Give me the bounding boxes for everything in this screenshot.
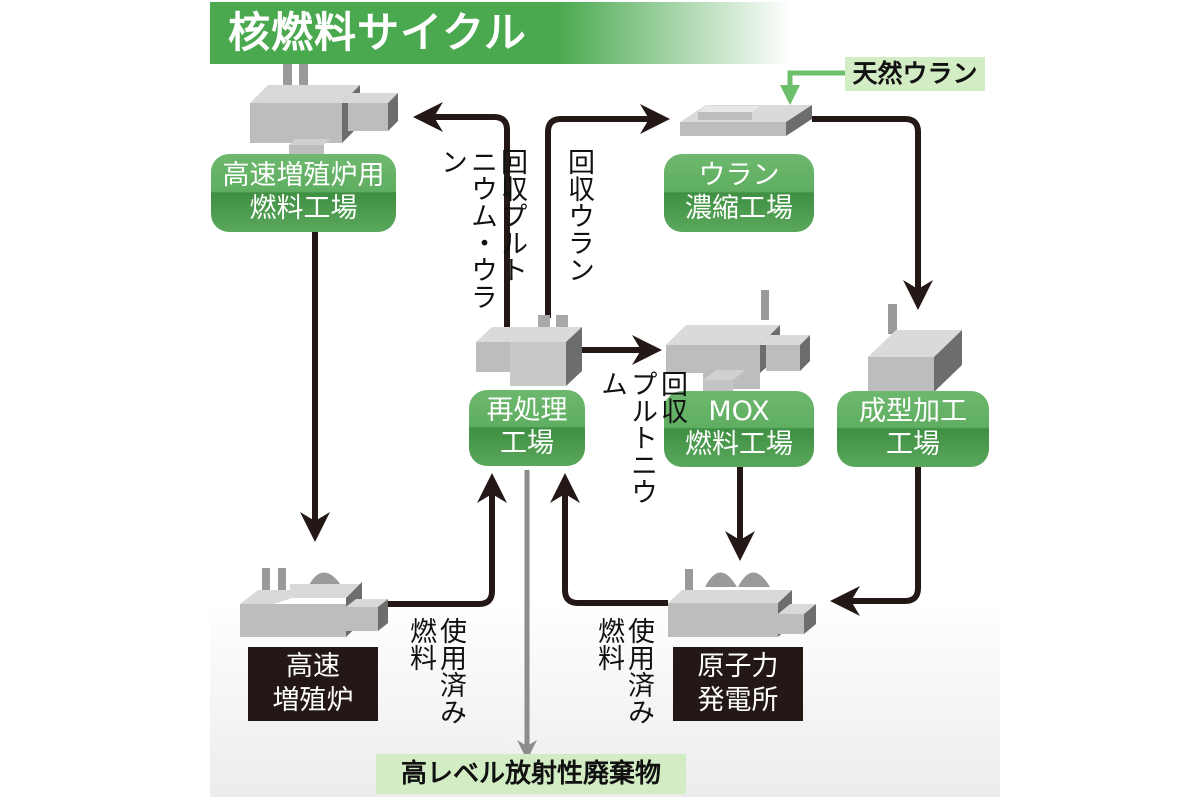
node-label-line: 工場 xyxy=(886,429,940,460)
node-label-line: 増殖炉 xyxy=(272,685,354,716)
flow-arrow-enrichment-to-fabrication xyxy=(812,116,933,310)
diagram-title: 核燃料サイクル xyxy=(228,8,527,57)
flow-label-recovered-u: 回収ウラン xyxy=(563,148,594,298)
flow-label-recovered-pu: 回収 プルトニウム xyxy=(596,370,687,530)
natural-uranium-label: 天然ウラン xyxy=(845,57,985,91)
node-label-line: 濃縮工場 xyxy=(685,193,793,224)
high-level-waste-label: 高レベル放射性廃棄物 xyxy=(376,754,686,794)
reprocessing-plant-building-icon xyxy=(476,315,582,386)
flow-label-line: 使用済み xyxy=(623,617,654,725)
node-fbr-fuel-plant: 高速増殖炉用 燃料工場 xyxy=(211,154,396,232)
high-level-waste-text: 高レベル放射性廃棄物 xyxy=(400,759,661,789)
title-banner: 核燃料サイクル xyxy=(210,2,790,64)
fabrication-plant-building-icon xyxy=(868,304,962,392)
node-enrichment-plant: ウラン 濃縮工場 xyxy=(664,154,814,232)
flow-label-spent-fuel-fbr: 使用済み 燃料 xyxy=(405,617,466,747)
node-fast-breeder-reactor: 高速 増殖炉 xyxy=(248,647,378,721)
node-label-line: ウラン xyxy=(698,160,780,191)
node-nuclear-power-plant: 原子力 発電所 xyxy=(673,647,803,721)
fast-breeder-reactor-building-icon xyxy=(240,568,388,637)
node-fabrication-plant: 成型加工 工場 xyxy=(837,391,989,467)
node-label-line: 成型加工 xyxy=(859,396,967,427)
flow-label-line: 回収プルト xyxy=(496,148,527,283)
node-label-line: 燃料工場 xyxy=(249,193,358,224)
flow-arrow-npp-to-reprocessing xyxy=(550,473,668,606)
node-label-line: 高速増殖炉用 xyxy=(222,160,385,191)
node-label-line: 燃料工場 xyxy=(685,429,793,460)
node-reprocessing-plant: 再処理 工場 xyxy=(469,390,585,466)
node-mox-fuel-plant: MOX 燃料工場 xyxy=(664,391,814,467)
node-label-line: 発電所 xyxy=(697,685,779,716)
node-label-line: 再処理 xyxy=(486,395,568,426)
enrichment-plant-building-icon xyxy=(680,105,812,136)
node-label-line: 原子力 xyxy=(697,651,779,682)
flow-arrow-natural-uranium xyxy=(780,70,845,105)
natural-uranium-text: 天然ウラン xyxy=(852,59,978,88)
flow-label-line: 使用済み xyxy=(435,617,466,725)
flow-label-line: 燃料 xyxy=(593,617,624,671)
nuclear-power-plant-building-icon xyxy=(668,569,816,637)
flow-arrow-reprocessing-to-enrichment xyxy=(545,104,670,318)
flow-label-line: ニウム・ウラン xyxy=(436,148,497,310)
flow-label-line: 回収 xyxy=(656,370,687,424)
node-label-line: 工場 xyxy=(500,428,554,459)
node-label-line: 高速 xyxy=(286,651,340,682)
flow-label-spent-fuel-npp: 使用済み 燃料 xyxy=(593,617,654,747)
flow-arrow-reprocessing-to-fbr-fuel xyxy=(413,102,510,330)
flow-label-line: 回収ウラン xyxy=(563,148,594,283)
flow-label-recovered-pu-u: 回収プルト ニウム・ウラン xyxy=(436,148,527,318)
flow-arrow-fbr-to-reprocessing xyxy=(388,473,507,607)
flow-label-line: 燃料 xyxy=(405,617,436,671)
flow-arrow-fabrication-to-npp xyxy=(830,464,921,616)
flow-label-line: プルトニウム xyxy=(596,370,657,505)
mox-fuel-plant-building-icon xyxy=(666,290,810,392)
node-label-line: MOX xyxy=(708,396,770,427)
fbr-fuel-plant-building-icon xyxy=(250,61,398,154)
